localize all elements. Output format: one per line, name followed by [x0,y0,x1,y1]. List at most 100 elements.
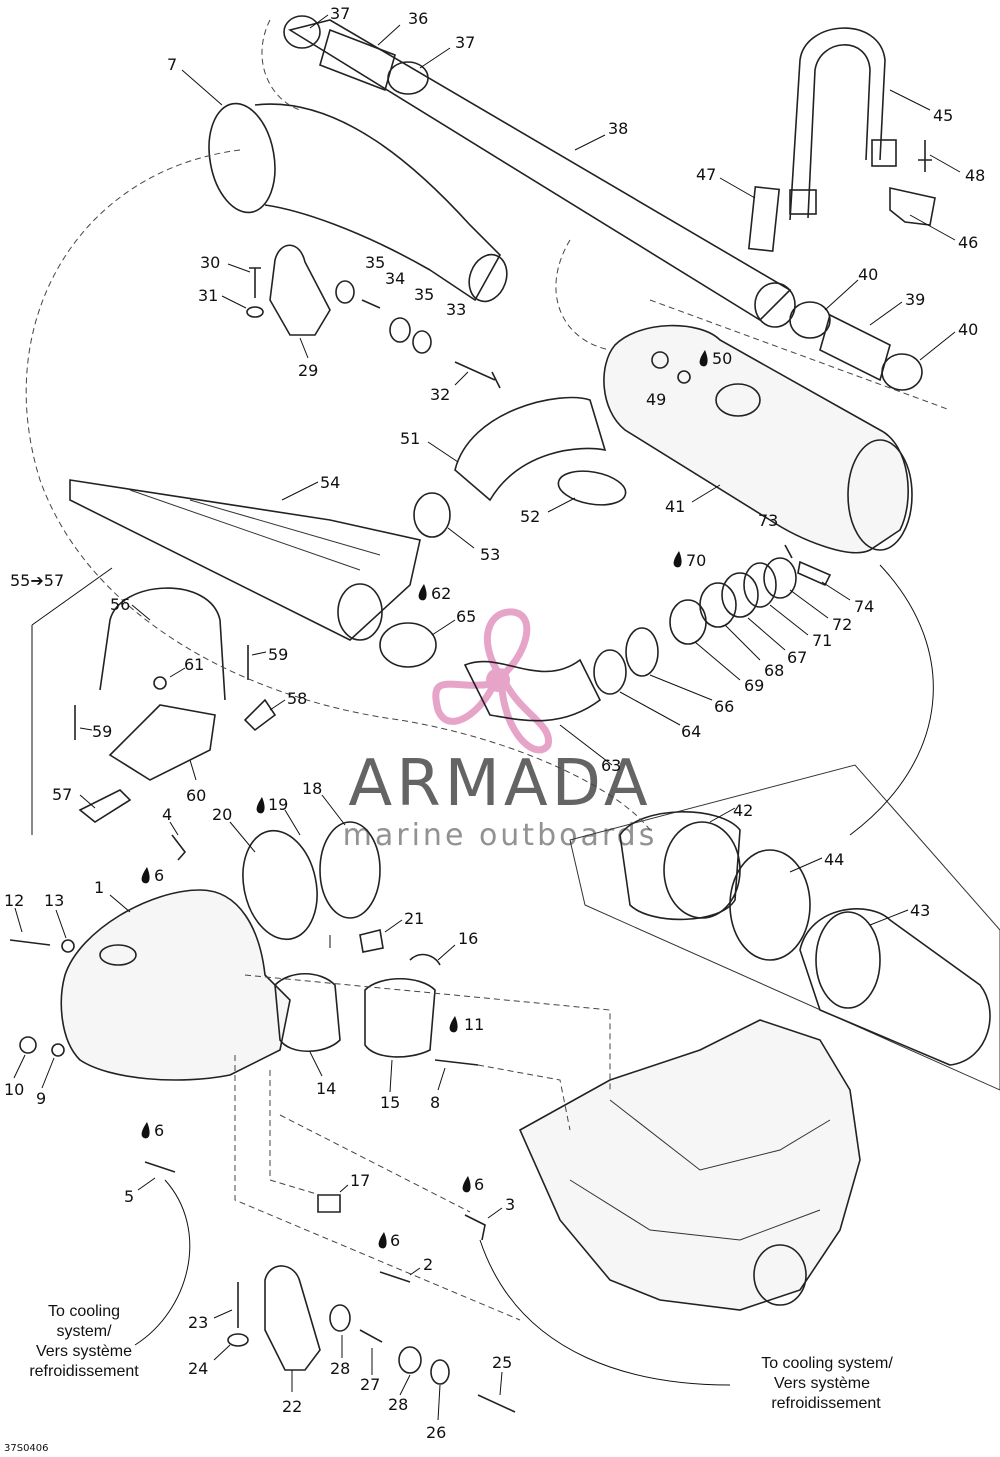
callout-3: 3 [505,1195,515,1214]
callout-51: 51 [400,429,420,448]
grommet-28b [398,1346,422,1374]
leader-2 [409,1267,421,1276]
elbow-7 [208,102,508,303]
callout-29: 29 [298,361,318,380]
leader-43 [869,909,909,926]
elbow-7-body [254,103,501,302]
path-bolt-engine [477,1064,571,1131]
prop-blade-right [498,677,552,754]
leader-46 [909,214,956,241]
callout-31: 31 [198,286,218,305]
leader-10 [13,1054,26,1079]
leader-13 [55,909,67,939]
engine-detail-a [609,1099,831,1171]
sensor-49 [651,351,669,369]
callout-58: 58 [287,689,307,708]
ring-71 [743,562,777,608]
callout-13: 13 [44,891,64,910]
manifold-port [99,944,137,966]
fitting-4 [171,834,187,861]
mount-22-group [227,1265,516,1413]
leader-72 [789,589,829,619]
screw-73 [784,544,793,559]
oil-drop-icon [141,1122,150,1139]
path-manifold-down-2 [269,1070,321,1196]
elbow-7-flange [208,102,276,214]
callout-45: 45 [933,106,953,125]
oil-drop-icon [449,1016,458,1033]
leader-52 [547,497,576,513]
muffler-41-endcap [847,439,913,551]
leader-20 [229,821,256,853]
callout-46: 46 [958,233,978,252]
callout-11: 11 [464,1015,484,1034]
callout-68: 68 [764,661,784,680]
engine-pulley [753,1244,807,1306]
callout-40: 40 [958,320,978,339]
grommet-61 [153,676,167,690]
mount-29-group [246,244,501,389]
manifold-group [9,821,479,1081]
callout-16: 16 [458,929,478,948]
callout-59: 59 [268,645,288,664]
washer-13 [61,939,75,953]
path-exhaust-loop [25,149,651,831]
gasket-20 [242,829,318,941]
callout-57: 57 [52,785,72,804]
callout-42: 42 [733,801,753,820]
clamp-44 [729,849,811,961]
leader-17 [339,1184,349,1193]
silencer-43 [799,908,991,1066]
propeller-icon [432,608,552,754]
bolt-30 [249,267,261,298]
clip-16 [409,953,441,966]
strap-56 [99,587,226,701]
grommet-35a [335,280,355,304]
arrow-resonator-up [849,564,934,836]
callout-8: 8 [430,1093,440,1112]
watermark-title: ARMADA [348,747,651,821]
leader-45 [889,89,931,111]
callout-71: 71 [812,631,832,650]
washer-24 [227,1333,249,1347]
clamp-40-b [881,353,923,391]
callout-61: 61 [184,655,204,674]
callout-25: 25 [492,1353,512,1372]
leader-51 [427,441,459,463]
leader-26 [437,1384,441,1421]
leader-59a [251,651,267,656]
resonator-detail-box [569,764,1000,1091]
callout-48: 48 [965,166,985,185]
spacer-34 [361,299,381,309]
callout-15: 15 [380,1093,400,1112]
washer-31 [246,306,264,318]
callout-36: 36 [408,9,428,28]
pipe-38-end [754,282,796,328]
callout-17: 17 [350,1171,370,1190]
cooling-note-left: To cooling system/ Vers système refroidi… [29,1303,139,1380]
callout-60: 60 [186,786,206,805]
watermark-subtitle: marine outboards [343,818,658,853]
leader-48 [929,154,961,173]
callout-10: 10 [4,1080,24,1099]
leader-4 [169,821,179,836]
strap-45-inner [807,44,871,219]
callout-28: 28 [330,1359,350,1378]
bellows-66 [625,627,659,677]
callout-6: 6 [154,866,164,885]
bolt-12 [9,939,51,946]
gasket-18 [319,821,381,919]
leader-21 [384,919,403,933]
leader-30 [227,263,251,273]
callout-63: 63 [601,756,621,775]
washer-33 [412,330,432,354]
leader-64 [619,691,681,726]
leader-28b [399,1374,411,1396]
callout-73: 73 [758,511,778,530]
bracket-58 [243,698,277,732]
note-left-line-4: refroidissement [29,1363,139,1380]
callout-66: 66 [714,697,734,716]
leader-41 [691,484,721,503]
leader-40a [824,279,859,311]
callout-53: 53 [480,545,500,564]
